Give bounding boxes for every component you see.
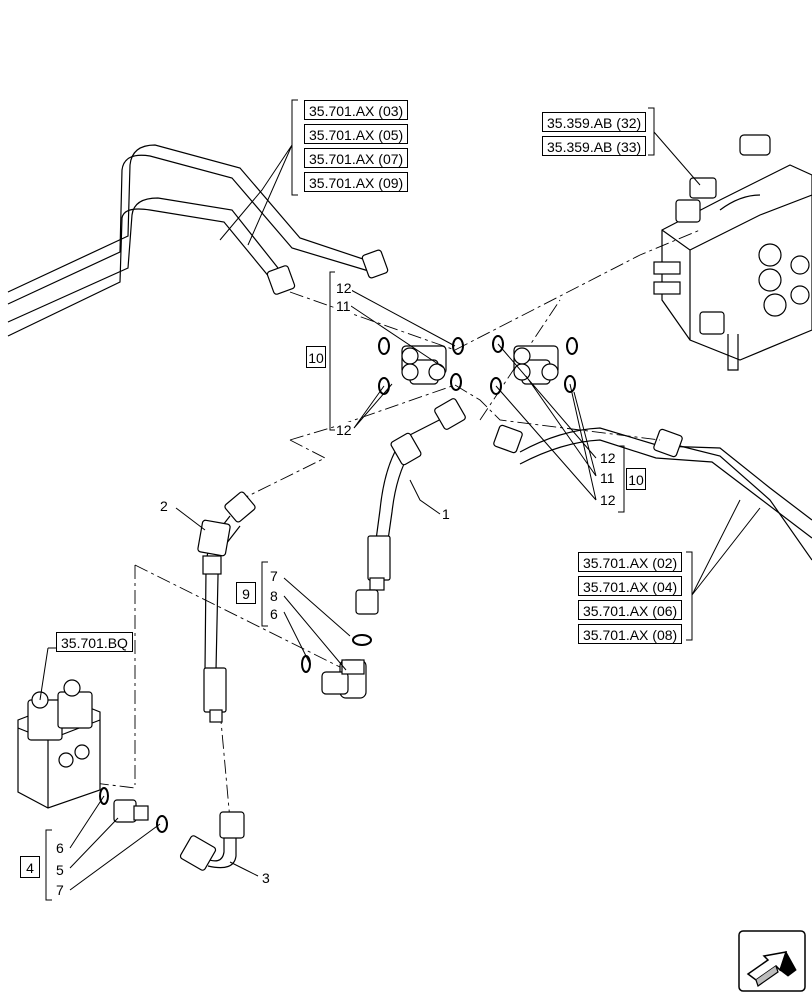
pipe-1: [355, 398, 466, 615]
ref-35701ax-09[interactable]: 35.701.AX (09): [304, 172, 409, 192]
left-tee-fitting: [378, 337, 464, 395]
callout-11-right: 11: [600, 470, 615, 486]
callout-7-adapter: 7: [56, 882, 64, 898]
ref-35701ax-07[interactable]: 35.701.AX (07): [304, 148, 409, 168]
control-valve-block: [653, 134, 812, 371]
callout-11-left: 11: [336, 298, 351, 314]
callout-12-left-top: 12: [336, 280, 352, 296]
adapter-fitting: [99, 787, 168, 833]
callout-pipe-3: 3: [262, 870, 270, 886]
right-tee-fitting: [490, 335, 578, 395]
callout-6-elbow: 6: [270, 606, 278, 622]
ref-35701bq[interactable]: 35.701.BQ: [56, 632, 133, 652]
ref-35701ax-06[interactable]: 35.701.AX (06): [578, 600, 683, 620]
ref-35701ax-08[interactable]: 35.701.AX (08): [578, 624, 683, 644]
ref-35701ax-02[interactable]: 35.701.AX (02): [578, 552, 683, 572]
group-4: 4: [20, 856, 40, 878]
group-9: 9: [236, 582, 256, 604]
callout-6-adapter: 6: [56, 840, 64, 856]
callout-pipe-2: 2: [160, 498, 168, 514]
pipe-3: [179, 811, 245, 871]
upper-left-tubes: [7, 144, 389, 337]
callout-12-right-bottom: 12: [600, 492, 616, 508]
lower-right-tubes: [493, 424, 812, 561]
callout-5-adapter: 5: [56, 862, 64, 878]
callout-pipe-1: 1: [442, 506, 450, 522]
ref-35701ax-04[interactable]: 35.701.AX (04): [578, 576, 683, 596]
ref-35359ab-32[interactable]: 35.359.AB (32): [542, 112, 647, 132]
callout-8-elbow: 8: [270, 588, 278, 604]
callout-12-left-bottom: 12: [336, 422, 352, 438]
group-10-right: 10: [626, 468, 646, 490]
callout-12-right-top: 12: [600, 450, 616, 466]
ref-35701ax-05[interactable]: 35.701.AX (05): [304, 124, 409, 144]
pipe-2: [197, 491, 256, 723]
centerlines: [69, 229, 701, 821]
solenoid-valve: [17, 679, 101, 809]
elbow-fitting: [301, 634, 372, 699]
next-page-button[interactable]: [738, 930, 806, 992]
group-10-left: 10: [306, 346, 326, 368]
leader-lines: [39, 99, 761, 901]
ref-35359ab-33[interactable]: 35.359.AB (33): [542, 136, 647, 156]
callout-7-elbow: 7: [270, 568, 278, 584]
arrow-next-page-icon: [738, 930, 806, 992]
ref-35701ax-03[interactable]: 35.701.AX (03): [304, 100, 409, 120]
